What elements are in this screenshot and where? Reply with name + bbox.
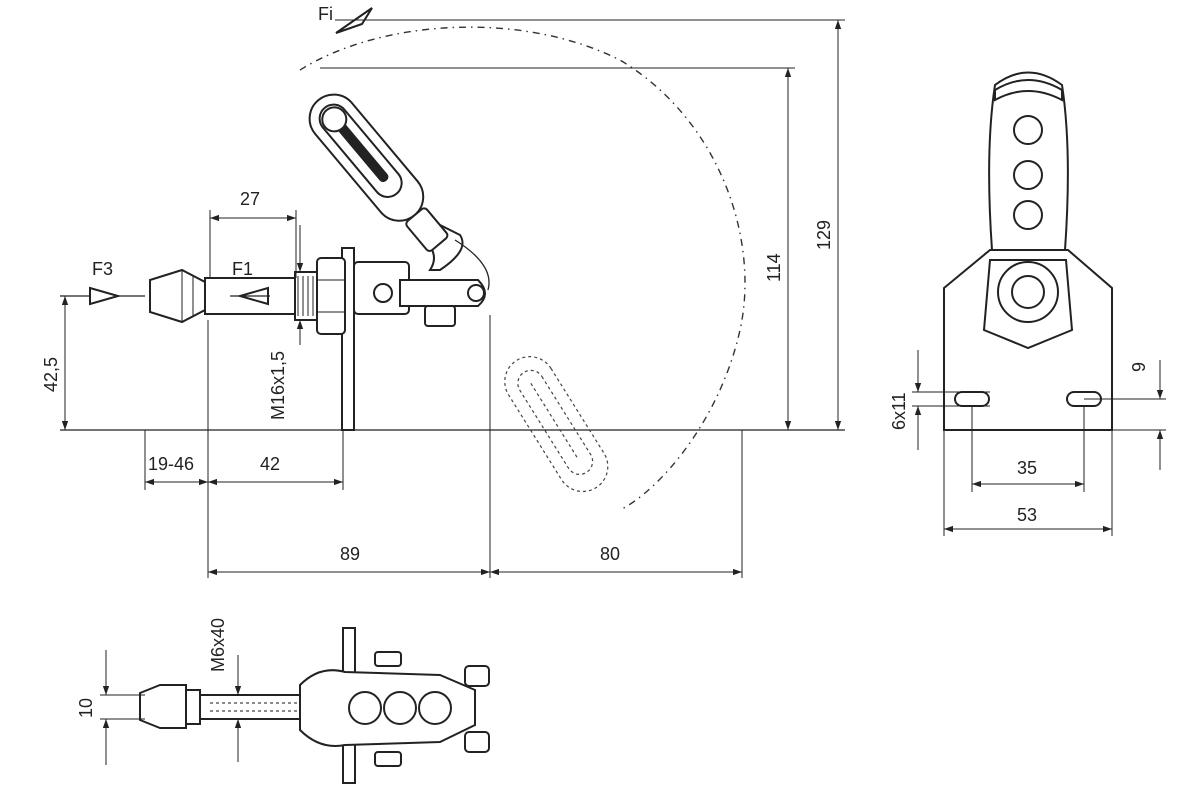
handle-open-position: [504, 356, 609, 493]
dim-6x11: 6x11: [889, 392, 909, 430]
spindle-bore: [1011, 275, 1045, 309]
dim-53: 53: [1017, 505, 1037, 525]
pin-top: [374, 751, 402, 767]
pressure-tip: [149, 268, 206, 324]
link-bracket: [424, 305, 456, 327]
handle-top: [994, 79, 1063, 102]
lock-nut: [316, 257, 346, 335]
link-arm: [399, 279, 486, 307]
dim-129: 129: [814, 220, 834, 250]
label-f3: F3: [92, 259, 113, 279]
tip-top: [139, 684, 187, 729]
handle-swing-arc: [299, 26, 746, 511]
label-fi: Fi: [318, 4, 333, 24]
force-f1-arrow: [230, 286, 270, 306]
top-view: M6x40 10: [76, 618, 490, 784]
grip-cutout: [1013, 160, 1043, 190]
force-f3-arrow: [60, 286, 145, 306]
dim-m6x40: M6x40: [208, 618, 228, 672]
grip-top: [348, 691, 382, 725]
pin-top: [464, 665, 490, 687]
dim-19-46: 19-46: [148, 454, 194, 474]
dim-9: 9: [1129, 362, 1149, 372]
side-view: Fi F3 F1 27 M16x1,5 42,5 19-46 42 89 80: [41, 4, 845, 578]
grip-cutout: [1013, 115, 1043, 145]
grip-top: [383, 691, 417, 725]
spindle-top: [199, 694, 301, 720]
grip-cutout: [1013, 200, 1043, 230]
handle: [308, 93, 449, 252]
grip-top: [418, 691, 452, 725]
dim-35: 35: [1017, 458, 1037, 478]
dim-10: 10: [76, 698, 96, 718]
dim-80: 80: [600, 544, 620, 564]
front-view: 6x11 9 35 53: [889, 71, 1166, 536]
dim-89: 89: [340, 544, 360, 564]
dim-42: 42: [260, 454, 280, 474]
label-f1: F1: [232, 259, 253, 279]
nut-top: [185, 689, 201, 725]
dim-m16: M16x1,5: [268, 351, 288, 420]
dim-27: 27: [240, 189, 260, 209]
link-curve: [454, 239, 490, 291]
pivot-pin: [467, 284, 485, 302]
pivot-pin: [373, 283, 393, 303]
dim-42-5: 42,5: [41, 357, 61, 392]
mounting-slot-left: [954, 391, 990, 407]
pin-top: [464, 731, 490, 753]
pin-top: [374, 651, 402, 667]
dim-114: 114: [764, 253, 784, 282]
